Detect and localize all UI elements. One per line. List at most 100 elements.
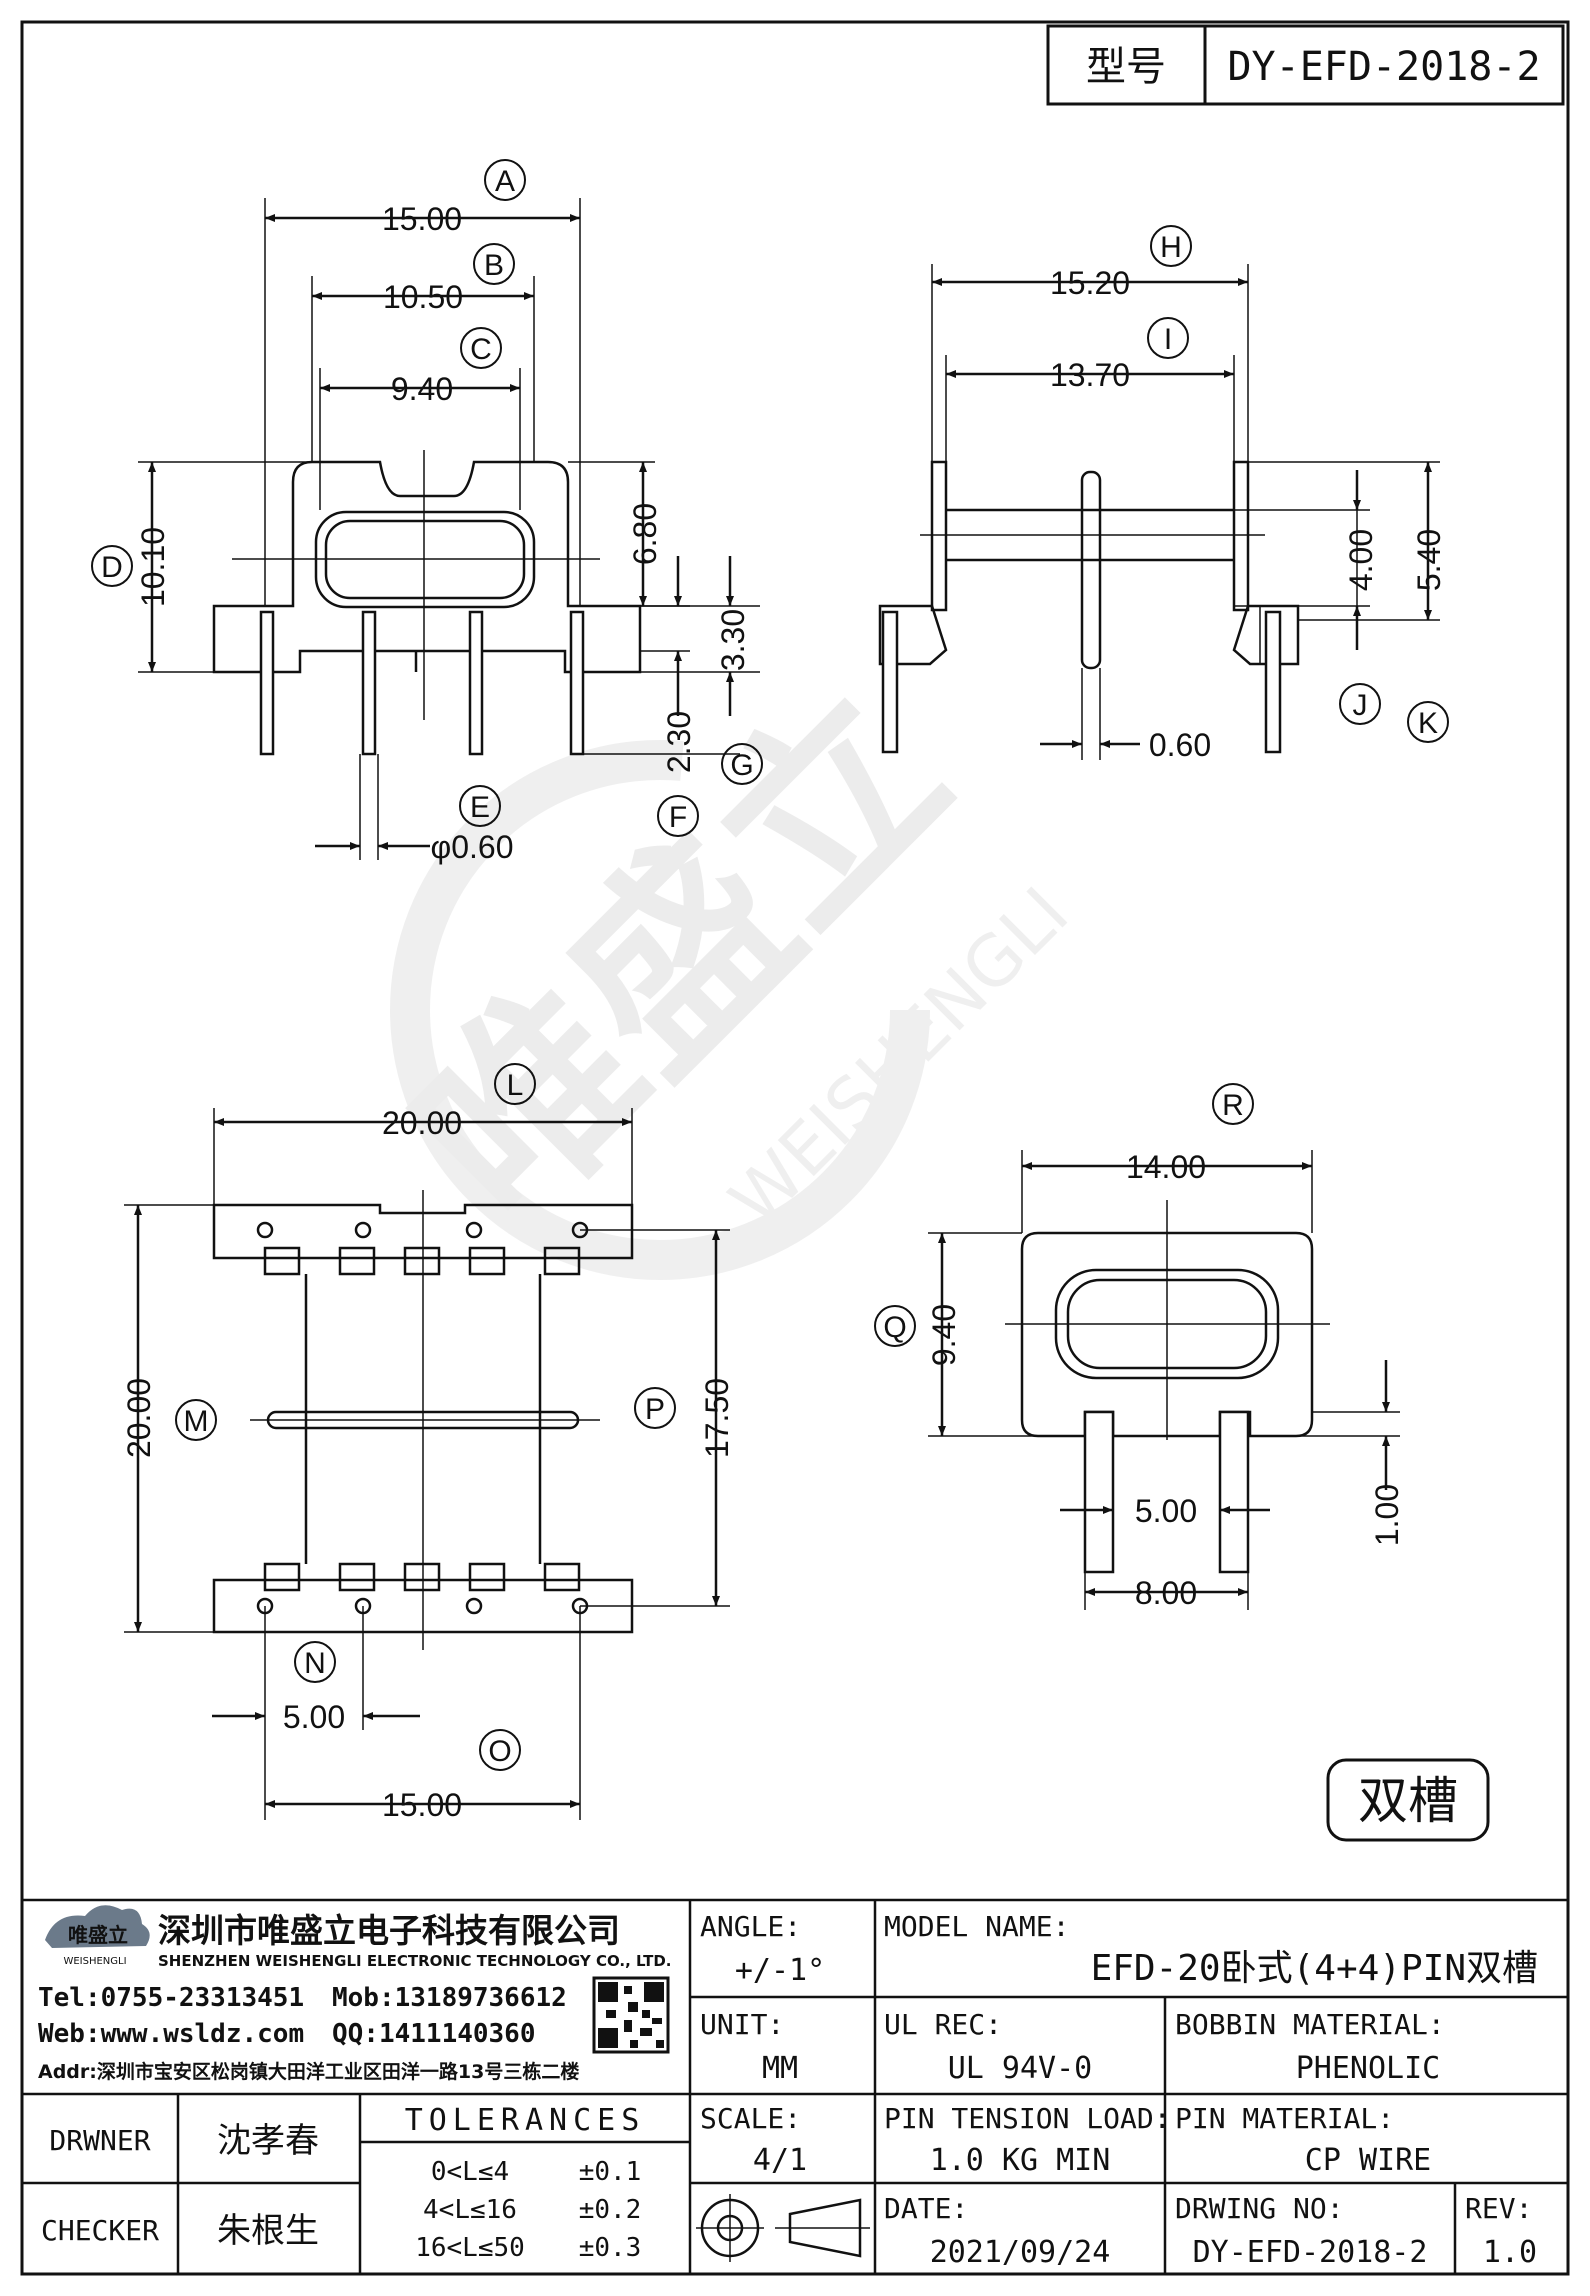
dim-flange-value: 0.60 bbox=[1149, 727, 1211, 763]
callout-g-letter: G bbox=[730, 749, 753, 782]
ul-label: UL REC: bbox=[884, 2008, 1002, 2041]
side-view bbox=[878, 264, 1440, 760]
callout-k-letter: K bbox=[1418, 707, 1438, 740]
qr-code-icon bbox=[592, 1976, 670, 2054]
dim-p-value: 17.50 bbox=[699, 1378, 735, 1458]
dim-d-value: 10.10 bbox=[135, 527, 171, 607]
dim-1-00-value: 1.00 bbox=[1369, 1484, 1405, 1546]
dim-g-value: 3.30 bbox=[715, 609, 751, 671]
callout-l-letter: L bbox=[507, 1069, 524, 1102]
callout-h bbox=[1150, 225, 1192, 267]
tol2-value: ±0.2 bbox=[579, 2195, 642, 2225]
title-block-text: ANGLE: +/-1° MODEL NAME: EFD-20卧式(4+4)PI… bbox=[41, 1910, 1538, 2270]
angle-label: ANGLE: bbox=[700, 1910, 801, 1943]
pin-tension-label: PIN TENSION LOAD: bbox=[884, 2102, 1171, 2135]
tol1-range: 0<L≤4 bbox=[431, 2157, 509, 2187]
callout-m bbox=[175, 1399, 217, 1441]
dim-r-value: 14.00 bbox=[1126, 1149, 1206, 1185]
callout-h-letter: H bbox=[1160, 231, 1182, 264]
ul-value: UL 94V-0 bbox=[948, 2051, 1093, 2086]
end-view bbox=[928, 1150, 1400, 1610]
callout-b-letter: B bbox=[484, 249, 504, 282]
drawing-no-label: DRWING NO: bbox=[1175, 2192, 1344, 2225]
unit-label: UNIT: bbox=[700, 2008, 784, 2041]
dim-q-value: 9.40 bbox=[926, 1304, 962, 1366]
bottom-view-labels: 20.00 L 20.00 M 17.50 P 5.00 N 15.00 O bbox=[121, 1063, 735, 1823]
callout-f bbox=[657, 795, 699, 837]
callout-r bbox=[1212, 1083, 1254, 1125]
callout-d-letter: D bbox=[101, 551, 123, 584]
pin-tension-value: 1.0 KG MIN bbox=[930, 2143, 1111, 2178]
date-value: 2021/09/24 bbox=[930, 2235, 1111, 2270]
end-view-labels: 14.00 R 9.40 Q 5.00 8.00 1.00 bbox=[874, 1083, 1405, 1611]
header-model-box: 型号 DY-EFD-2018-2 bbox=[1046, 24, 1565, 106]
date-label: DATE: bbox=[884, 2192, 968, 2225]
scale-value: 4/1 bbox=[753, 2143, 807, 2178]
company-tel: Tel:0755-23313451 bbox=[38, 1983, 304, 2013]
drawing-no-value: DY-EFD-2018-2 bbox=[1193, 2235, 1428, 2270]
front-view bbox=[138, 198, 760, 860]
callout-a-letter: A bbox=[495, 165, 515, 198]
company-name-en: SHENZHEN WEISHENGLI ELECTRONIC TECHNOLOG… bbox=[158, 1952, 671, 1970]
callout-p-letter: P bbox=[645, 1393, 665, 1426]
dim-m-value: 20.00 bbox=[121, 1378, 157, 1458]
dim-l-value: 20.00 bbox=[382, 1105, 462, 1141]
dim-i-value: 13.70 bbox=[1050, 357, 1130, 393]
dim-n-value: 5.00 bbox=[283, 1699, 345, 1735]
callout-k bbox=[1407, 701, 1449, 743]
model-label: 型号 bbox=[1086, 44, 1166, 90]
pin-material-value: CP WIRE bbox=[1305, 2143, 1431, 2178]
company-info: 唯盛立 WEISHENGLI 深圳市唯盛立电子科技有限公司 SHENZHEN W… bbox=[38, 1905, 671, 2083]
callout-b bbox=[473, 243, 515, 285]
dim-a-value: 15.00 bbox=[382, 201, 462, 237]
checker-value: 朱根生 bbox=[217, 2211, 319, 2251]
dim-o-value: 15.00 bbox=[382, 1787, 462, 1823]
dim-5-00-value: 5.00 bbox=[1135, 1493, 1197, 1529]
dim-j-value: 4.00 bbox=[1343, 529, 1379, 591]
callout-i bbox=[1147, 317, 1189, 359]
tol2-range: 4<L≤16 bbox=[423, 2195, 517, 2225]
pin-material-label: PIN MATERIAL: bbox=[1175, 2102, 1394, 2135]
tolerances-label: TOLERANCES bbox=[405, 2103, 646, 2138]
callout-l bbox=[494, 1063, 536, 1105]
callout-a bbox=[484, 159, 526, 201]
company-web: Web:www.wsldz.com bbox=[38, 2019, 304, 2049]
callout-m-letter: M bbox=[184, 1405, 209, 1438]
callout-n bbox=[294, 1641, 336, 1683]
slot-label: 双槽 bbox=[1358, 1772, 1458, 1830]
callout-o bbox=[479, 1729, 521, 1771]
callout-e bbox=[459, 785, 501, 827]
bobbin-label: BOBBIN MATERIAL: bbox=[1175, 2008, 1445, 2041]
sheet-border bbox=[20, 20, 1570, 2276]
logo-text: 唯盛立 bbox=[68, 1923, 128, 1947]
drawer-label: DRWNER bbox=[49, 2124, 150, 2157]
callout-q-letter: Q bbox=[883, 1311, 906, 1344]
company-mob: Mob:13189736612 bbox=[332, 1983, 567, 2013]
rev-value: 1.0 bbox=[1483, 2235, 1537, 2270]
drawer-value: 沈孝春 bbox=[217, 2121, 319, 2161]
callout-r-letter: R bbox=[1222, 1089, 1244, 1122]
dim-8-00-value: 8.00 bbox=[1135, 1575, 1197, 1611]
company-name-cn: 深圳市唯盛立电子科技有限公司 bbox=[158, 1911, 620, 1950]
checker-label: CHECKER bbox=[41, 2214, 159, 2247]
callout-o-letter: O bbox=[488, 1735, 511, 1768]
logo-sub: WEISHENGLI bbox=[63, 1956, 126, 1967]
dim-e-value: φ0.60 bbox=[430, 829, 513, 865]
callout-i-letter: I bbox=[1164, 323, 1172, 356]
callout-c bbox=[460, 327, 502, 369]
company-qq: QQ:1411140360 bbox=[332, 2019, 536, 2049]
model-name-value: EFD-20卧式(4+4)PIN双槽 bbox=[1091, 1948, 1538, 1989]
title-block bbox=[22, 1898, 1568, 2274]
callout-j bbox=[1339, 683, 1381, 725]
dim-6-80-value: 6.80 bbox=[627, 503, 663, 565]
side-view-labels: 15.20 H 13.70 I 4.00 J 5.40 K 0.60 bbox=[1050, 225, 1449, 763]
model-name-label: MODEL NAME: bbox=[884, 1910, 1069, 1943]
slot-label-box: 双槽 bbox=[1326, 1758, 1490, 1842]
company-addr: Addr:深圳市宝安区松岗镇大田洋工业区田洋一路13号三栋二楼 bbox=[38, 2060, 579, 2083]
bobbin-value: PHENOLIC bbox=[1296, 2051, 1441, 2086]
dim-b-value: 10.50 bbox=[383, 279, 463, 315]
callout-g bbox=[721, 743, 763, 785]
callout-e-letter: E bbox=[470, 791, 490, 824]
bottom-view bbox=[124, 1108, 730, 1820]
